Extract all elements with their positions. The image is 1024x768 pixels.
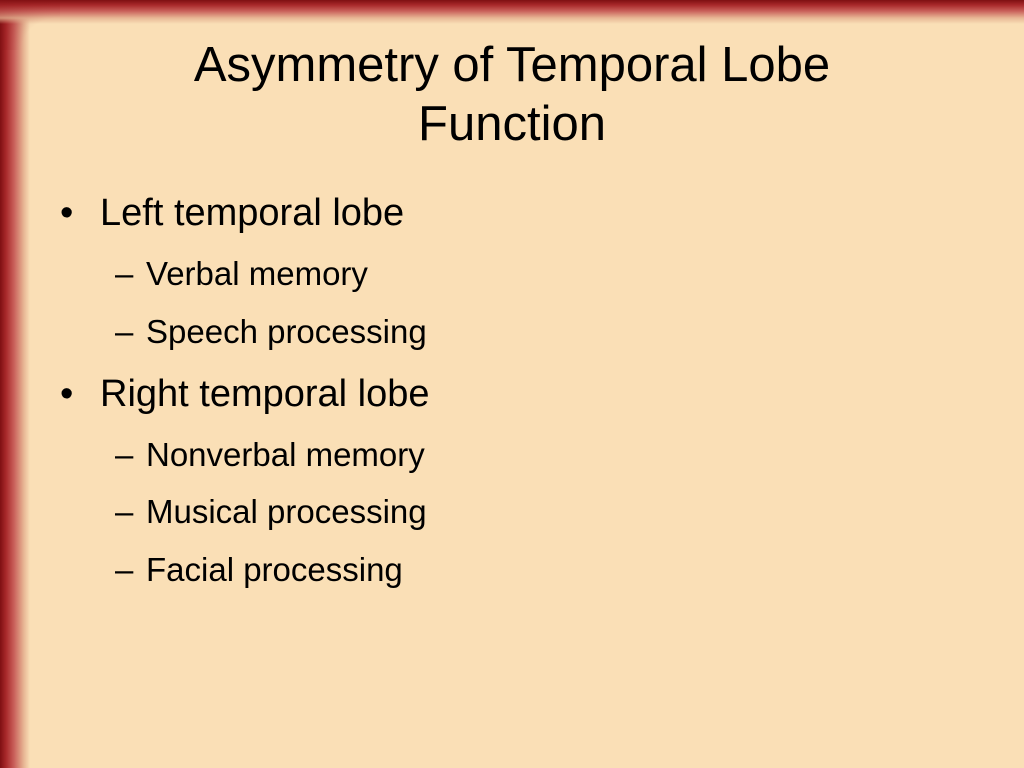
subbullet-nonverbal-memory: –Nonverbal memory (115, 435, 425, 475)
slide-title-line-1: Asymmetry of Temporal Lobe (193, 38, 831, 92)
dash-icon: – (115, 551, 134, 588)
bullet-label: Left temporal lobe (100, 192, 405, 234)
slide-title-line-2: Function (418, 97, 606, 151)
bullet-right-temporal-lobe: • Right temporal lobe (60, 372, 430, 416)
dash-icon: – (115, 313, 134, 350)
subbullet-label: Facial processing (146, 551, 403, 588)
subbullet-musical-processing: –Musical processing (115, 492, 427, 532)
subbullet-facial-processing: –Facial processing (115, 550, 403, 590)
subbullet-verbal-memory: –Verbal memory (115, 254, 368, 294)
subbullet-speech-processing: –Speech processing (115, 312, 427, 352)
dash-icon: – (115, 493, 134, 530)
bullet-icon: • (60, 192, 74, 234)
subbullet-label: Speech processing (146, 313, 427, 350)
slide-title: Asymmetry of Temporal Lobe Function (0, 36, 1024, 154)
slide-frame-top (0, 0, 1024, 24)
slide-frame-corner (0, 0, 60, 50)
subbullet-label: Nonverbal memory (146, 436, 425, 473)
subbullet-label: Verbal memory (146, 255, 368, 292)
slide-frame-left (0, 0, 30, 768)
dash-icon: – (115, 436, 134, 473)
bullet-icon: • (60, 373, 74, 415)
bullet-label: Right temporal lobe (100, 373, 430, 415)
subbullet-label: Musical processing (146, 493, 427, 530)
dash-icon: – (115, 255, 134, 292)
bullet-left-temporal-lobe: • Left temporal lobe (60, 191, 404, 235)
